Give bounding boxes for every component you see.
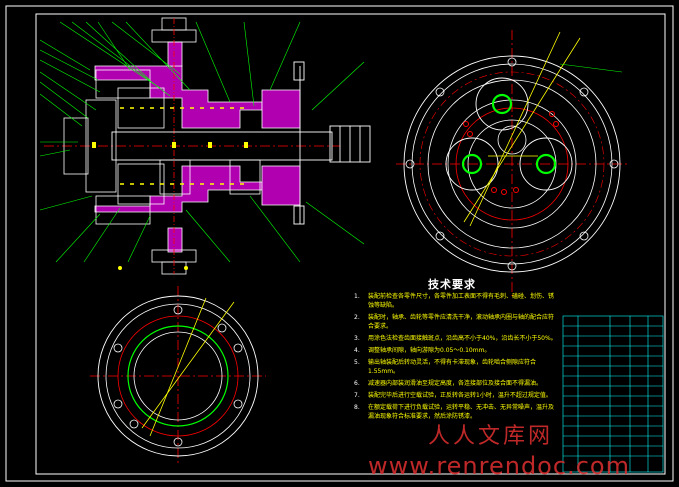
leader-lines [39,21,365,263]
output-shaft [92,61,371,225]
end-view [396,30,628,296]
tech-item: 8. 在额定载荷下进行负载试验，运转平稳、无冲击、无异常噪声，温升及漏油现象符合标… [354,403,559,421]
markers [118,266,188,270]
watermark-chinese: 人人文库网 [428,424,554,449]
tech-item: 7. 装配完毕后进行空载试验，正反转各运转1小时，温升不超过规定值。 [354,391,559,400]
tech-item-text: 调整轴承间隙，轴向游隙为0.05～0.10mm。 [368,347,491,354]
drawing-frame [5,5,674,482]
tech-item-text: 用涂色法检查齿面接触斑点，沿齿高不小于40%，沿齿长不小于50%。 [368,335,557,342]
tech-item-text: 装配前检查各零件尺寸，各零件加工表面不得有毛刺、磕碰、划伤、锈蚀等缺陷。 [368,293,555,309]
tech-item: 2. 装配时，轴承、齿轮等零件应清洗干净，滚动轴承内圈与轴的配合应符合要求。 [354,313,559,331]
tech-requirements-title: 技术要求 [428,278,476,291]
input-end [63,69,151,225]
tech-item-number: 3. [354,335,360,342]
tech-item: 6. 减速器内部装润滑油至规定高度，各连接部位及接合面不得漏油。 [354,379,559,388]
section-view [39,17,371,275]
planet-gears [117,87,261,205]
tech-item-text: 装配时，轴承、齿轮等零件应清洗干净，滚动轴承内圈与轴的配合应符合要求。 [368,314,555,330]
tech-item-text: 在额定载荷下进行负载试验，运转平稳、无冲击、无异常噪声，温升及漏油现象符合标准要… [368,404,555,420]
tech-item-text: 装配完毕后进行空载试验，正反转各运转1小时，温升不超过规定值。 [368,392,552,399]
title-block [562,315,664,473]
tech-item: 4. 调整轴承间隙，轴向游隙为0.05～0.10mm。 [354,346,559,355]
tech-item-text: 减速器内部装润滑油至规定高度，各连接部位及接合面不得漏油。 [368,380,543,387]
tech-item: 5. 输出轴装配后转动灵活，不得有卡滞现象，齿轮啮合侧隙应符合1.55mm。 [354,358,559,376]
tech-item-number: 4. [354,347,360,354]
tech-requirements-list: 1. 装配前检查各零件尺寸，各零件加工表面不得有毛刺、磕碰、划伤、锈蚀等缺陷。 2… [354,292,559,424]
tech-item-number: 1. [354,293,360,300]
tech-item: 1. 装配前检查各零件尺寸，各零件加工表面不得有毛刺、磕碰、划伤、锈蚀等缺陷。 [354,292,559,310]
tech-item-number: 5. [354,359,360,366]
tech-item-number: 7. [354,392,360,399]
tech-item: 3. 用涂色法检查齿面接触斑点，沿齿高不小于40%，沿齿长不小于50%。 [354,334,559,343]
tech-item-number: 6. [354,380,360,387]
flange-view [90,286,266,466]
housing-hatch [94,41,301,253]
watermark-url: www.renrendoc.com [368,452,630,480]
tech-item-text: 输出轴装配后转动灵活，不得有卡滞现象，齿轮啮合侧隙应符合1.55mm。 [368,359,537,375]
tech-item-number: 8. [354,404,360,411]
flange-bolts [151,17,197,275]
tech-item-number: 2. [354,314,360,321]
